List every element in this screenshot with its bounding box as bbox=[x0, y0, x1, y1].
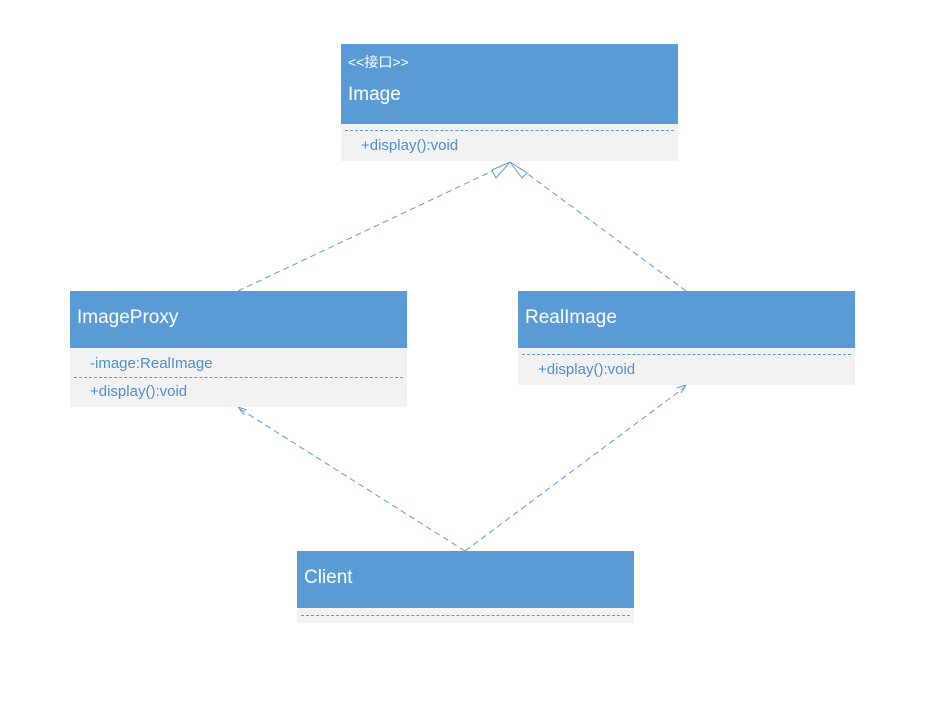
class-client-attr-separator bbox=[301, 615, 630, 616]
class-image-attr-separator bbox=[345, 130, 674, 131]
edge-realimage-realizes-image bbox=[516, 165, 687, 292]
realization-arrowhead-right bbox=[509, 161, 528, 179]
class-realimage-name: RealImage bbox=[525, 307, 617, 328]
class-imageproxy-name: ImageProxy bbox=[77, 307, 179, 328]
realization-arrowhead-left bbox=[491, 161, 511, 179]
class-imageproxy-header: ImageProxy bbox=[70, 291, 407, 348]
class-image-header: <<接口>> Image bbox=[341, 44, 678, 124]
class-client-header: Client bbox=[297, 551, 634, 608]
class-realimage-attr-separator bbox=[522, 354, 851, 355]
class-image-method: +display():void bbox=[361, 137, 459, 154]
class-imageproxy[interactable]: ImageProxy -image:RealImage +display():v… bbox=[70, 291, 407, 407]
class-image[interactable]: <<接口>> Image +display():void bbox=[341, 44, 678, 161]
class-imageproxy-method: +display():void bbox=[90, 383, 188, 400]
class-realimage[interactable]: RealImage +display():void bbox=[518, 291, 855, 385]
class-realimage-header: RealImage bbox=[518, 291, 855, 348]
edge-client-depends-realimage bbox=[464, 386, 686, 552]
edge-imageproxy-realizes-image bbox=[237, 165, 504, 292]
class-imageproxy-attr-separator bbox=[74, 377, 403, 378]
class-client[interactable]: Client bbox=[297, 551, 634, 623]
class-client-name: Client bbox=[304, 567, 353, 588]
edge-client-depends-imageproxy bbox=[239, 408, 466, 552]
class-image-stereotype: <<接口>> bbox=[348, 54, 409, 70]
class-realimage-method: +display():void bbox=[538, 361, 636, 378]
class-image-name: Image bbox=[348, 84, 401, 105]
dependency-arrowhead-realimage bbox=[676, 384, 688, 394]
class-imageproxy-attribute: -image:RealImage bbox=[90, 355, 213, 372]
dependency-arrowhead-imageproxy bbox=[236, 406, 248, 416]
